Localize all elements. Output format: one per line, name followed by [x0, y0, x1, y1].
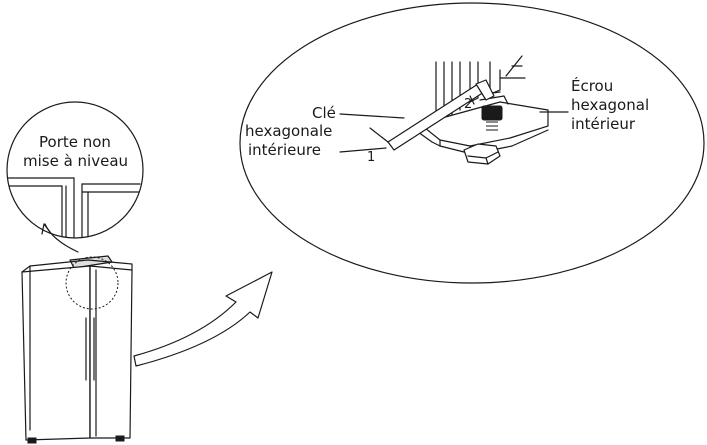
key-leader-line-lower	[339, 147, 387, 153]
callout-circle	[6, 101, 144, 239]
allen-key	[369, 79, 495, 151]
nut-label-line-1: Écrou	[571, 76, 613, 95]
marker-2: 2	[464, 97, 472, 112]
key-label-line-2: hexagonale	[245, 122, 332, 140]
zoom-arrow	[133, 271, 273, 367]
nut-label-line-3: intérieur	[571, 115, 636, 133]
callout-label-line-1: Porte non	[39, 133, 111, 151]
key-leader-line	[339, 113, 405, 119]
nut-label-line-2: hexagonal	[571, 96, 649, 114]
detail-ellipse	[239, 2, 705, 284]
uneven-door-callout: Porte non mise à niveau	[6, 101, 144, 253]
refrigerator	[21, 255, 133, 444]
hex-nut	[463, 143, 501, 165]
key-label-line-1: Clé	[312, 104, 336, 122]
callout-label-line-2: mise à niveau	[23, 152, 128, 170]
left-door	[21, 265, 91, 441]
focus-circle	[65, 256, 119, 310]
marker-2-leader	[469, 95, 475, 105]
detail-view: Clé hexagonale intérieure Écrou hexagona…	[239, 2, 705, 284]
key-label-line-3: intérieure	[248, 141, 321, 159]
marker-1: 1	[367, 150, 375, 165]
